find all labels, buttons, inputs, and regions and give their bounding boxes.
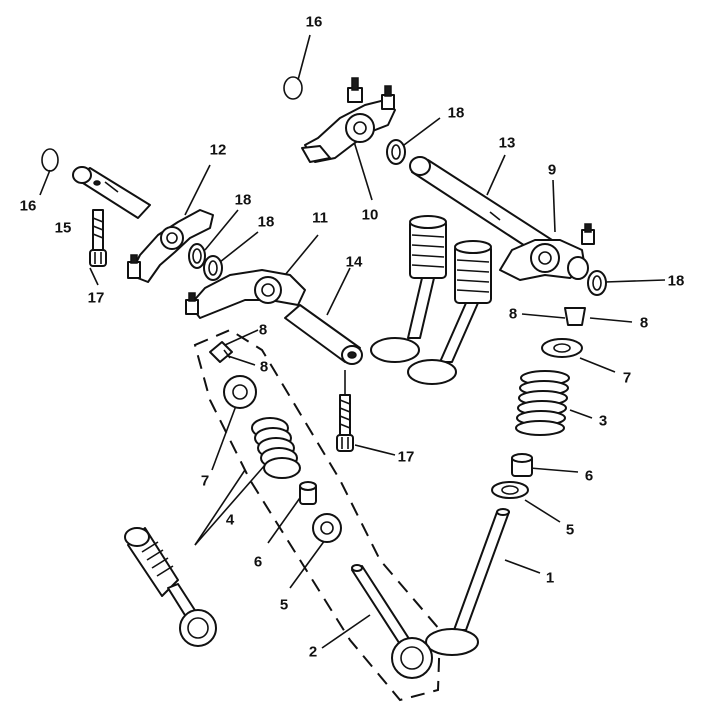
callout-5-right: 5 (565, 521, 575, 539)
washer-18-right (587, 270, 607, 296)
valve-lifter-assembly-left (370, 215, 447, 363)
callout-7-right: 7 (622, 369, 632, 387)
valve-spring-4 (251, 417, 301, 479)
callout-2: 2 (308, 643, 318, 661)
rocker-shaft-14 (284, 304, 363, 365)
callout-16-left: 16 (19, 197, 37, 215)
valve-2 (351, 564, 433, 679)
valve-stem-seal-6-right (511, 453, 533, 477)
callout-11: 11 (312, 209, 328, 227)
callout-15: 15 (54, 219, 72, 237)
spring-seat-5-right (491, 481, 529, 499)
callout-13: 13 (498, 134, 516, 152)
spring-retainer-7-right (541, 338, 583, 358)
valve-keepers-8-right (564, 307, 586, 326)
rocker-arm-9 (499, 223, 595, 281)
o-ring-16-upper (283, 76, 303, 100)
callout-8-left-b: 8 (259, 358, 269, 376)
lifter-valve-assembly-loose (124, 527, 217, 647)
bolt-17-left (89, 209, 107, 267)
callout-8-right-b: 8 (639, 314, 649, 332)
callout-17-left: 17 (87, 289, 105, 307)
bolt-17-middle (336, 394, 354, 452)
exploded-group-boundary (193, 328, 442, 702)
valve-spring-3 (515, 370, 570, 436)
callout-10: 10 (361, 206, 379, 224)
valve-keepers-8-left (209, 341, 233, 363)
callout-16-upper: 16 (305, 13, 323, 31)
washer-18-upper (386, 139, 406, 165)
callout-18-right: 18 (667, 272, 685, 290)
callout-8-right-a: 8 (508, 305, 518, 323)
callout-18-upper: 18 (447, 104, 465, 122)
spring-retainer-7-left (223, 375, 257, 409)
callout-4: 4 (225, 511, 235, 529)
rocker-arm-11 (185, 269, 306, 319)
callout-1: 1 (545, 569, 555, 587)
callout-6-left: 6 (253, 553, 263, 571)
callout-8-left-a: 8 (258, 321, 268, 339)
washer-18-a (188, 243, 206, 269)
rocker-shaft-15 (72, 166, 151, 219)
spring-seat-5-left (312, 513, 342, 543)
washer-18-b (203, 255, 223, 281)
callout-9: 9 (547, 161, 557, 179)
valve-stem-seal-6-left (299, 481, 317, 505)
callout-5-left: 5 (279, 596, 289, 614)
rocker-arm-10 (301, 77, 396, 163)
callout-3: 3 (598, 412, 608, 430)
callout-18-left-b: 18 (257, 213, 275, 231)
callout-6-right: 6 (584, 467, 594, 485)
o-ring-16-left (41, 148, 59, 172)
callout-12: 12 (209, 141, 227, 159)
valve-lifter-assembly-right (407, 240, 492, 385)
callout-14: 14 (345, 253, 363, 271)
callout-18-left-a: 18 (234, 191, 252, 209)
rocker-arm-12 (127, 209, 214, 283)
valve-1 (425, 508, 510, 656)
callout-17-middle: 17 (397, 448, 415, 466)
callout-7-left: 7 (200, 472, 210, 490)
leader-lines (39, 34, 666, 649)
